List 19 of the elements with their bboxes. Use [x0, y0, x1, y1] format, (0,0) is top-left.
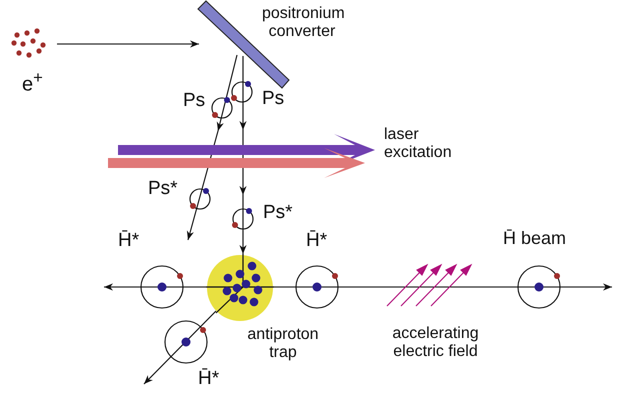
trajectory-arrow — [144, 310, 216, 384]
diagram-label: laser excitation — [384, 126, 453, 163]
diagram-label: H̄ beam — [503, 228, 566, 249]
node-caption: e$^{+}$ — [22, 68, 43, 97]
trajectory-arrow — [239, 56, 247, 254]
node-caption: positronium converter — [262, 5, 342, 42]
diagram-label: Ps — [183, 90, 206, 112]
diagram-label: Ps* — [263, 202, 293, 224]
trajectory-arrow — [186, 54, 238, 240]
diagram-label: Ps — [262, 88, 284, 110]
diagram-label: H̄* — [198, 368, 220, 390]
trajectory-arrow — [274, 283, 612, 291]
diagram-label: accelerating electric field — [391, 325, 480, 362]
trajectory-arrow — [104, 283, 206, 291]
trajectory-arrow — [57, 40, 199, 48]
diagram-label: H̄* — [118, 230, 140, 252]
diagram-label: H̄* — [306, 230, 328, 252]
node-caption: antiproton trap — [246, 326, 320, 363]
diagram-label: Ps* — [148, 178, 178, 200]
